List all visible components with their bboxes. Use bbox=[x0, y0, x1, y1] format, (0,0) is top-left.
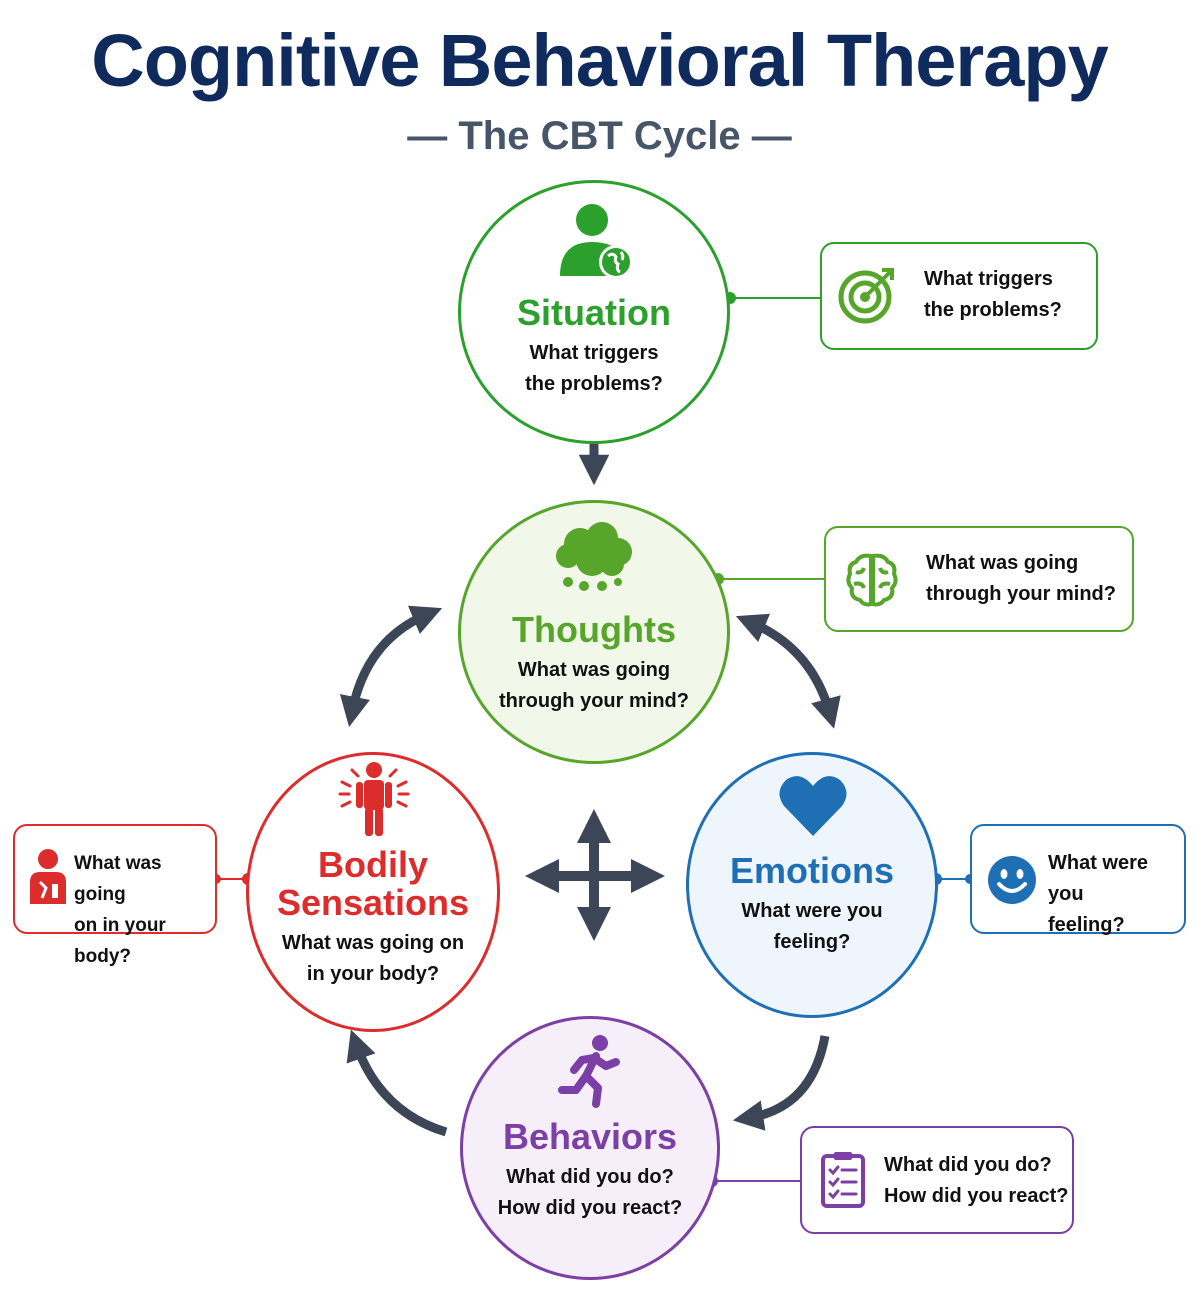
page-subtitle: — The CBT Cycle — bbox=[407, 114, 792, 158]
bodily-callout-line2: on in your body? bbox=[74, 915, 166, 967]
bodily-question-line1: What was going on bbox=[281, 932, 465, 954]
emotions-callout-line2: feeling? bbox=[1048, 914, 1125, 936]
thoughts-title: Thoughts bbox=[512, 609, 676, 650]
behaviors-title: Behaviors bbox=[502, 1116, 678, 1157]
target-icon bbox=[838, 268, 894, 324]
thought-cloud-icon bbox=[556, 522, 632, 591]
situation-callout-line2: the problems? bbox=[924, 299, 1062, 321]
running-person-icon bbox=[558, 1035, 620, 1108]
thoughts-callout-line2: through your mind? bbox=[926, 583, 1116, 605]
arrow-behaviors-bodily bbox=[346, 1029, 448, 1137]
emotions-callout-line1: What were you bbox=[1048, 852, 1149, 905]
emotions-question-line2: feeling? bbox=[773, 931, 851, 953]
situation-question-line1: What triggers bbox=[529, 342, 659, 364]
person-injury-icon bbox=[30, 849, 66, 904]
situation-question-line2: the problems? bbox=[525, 373, 663, 395]
page-title: Cognitive Behavioral Therapy bbox=[91, 19, 1109, 102]
heart-icon bbox=[779, 776, 847, 836]
emotions-question-line1: What were you bbox=[741, 900, 883, 922]
person-alert-icon bbox=[338, 762, 410, 836]
thoughts-callout-line1: What was going bbox=[926, 552, 1079, 574]
bodily-title-line2: Sensations bbox=[276, 882, 470, 923]
thoughts-callout bbox=[824, 526, 1134, 632]
bodily-question-line2: in your body? bbox=[306, 963, 440, 985]
behaviors-callout bbox=[800, 1126, 1074, 1234]
arrow-emotions-behaviors bbox=[732, 1035, 830, 1131]
bodily-title-line1: Bodily bbox=[317, 844, 428, 885]
situation-callout-line1: What triggers bbox=[924, 268, 1053, 290]
behaviors-callout-line1: What did you do? bbox=[884, 1154, 1052, 1176]
behaviors-node bbox=[460, 1016, 720, 1280]
behaviors-question-line2: How did you react? bbox=[497, 1197, 683, 1219]
arrow-thoughts-emotions bbox=[735, 613, 841, 729]
person-globe-icon bbox=[560, 204, 633, 279]
thoughts-question-line1: What was going bbox=[517, 659, 671, 681]
center-cross-arrow bbox=[524, 808, 666, 942]
clipboard-checklist-icon bbox=[821, 1152, 865, 1208]
brain-icon bbox=[846, 553, 898, 607]
thoughts-question-line2: through your mind? bbox=[499, 690, 689, 712]
arrow-thoughts-bodily bbox=[339, 605, 443, 728]
bodily-callout-line1: What was going bbox=[74, 853, 162, 905]
behaviors-callout-line2: How did you react? bbox=[884, 1185, 1069, 1207]
smiley-icon bbox=[988, 856, 1036, 904]
emotions-title: Emotions bbox=[729, 850, 894, 891]
situation-title: Situation bbox=[517, 292, 671, 333]
behaviors-question-line1: What did you do? bbox=[506, 1166, 674, 1188]
